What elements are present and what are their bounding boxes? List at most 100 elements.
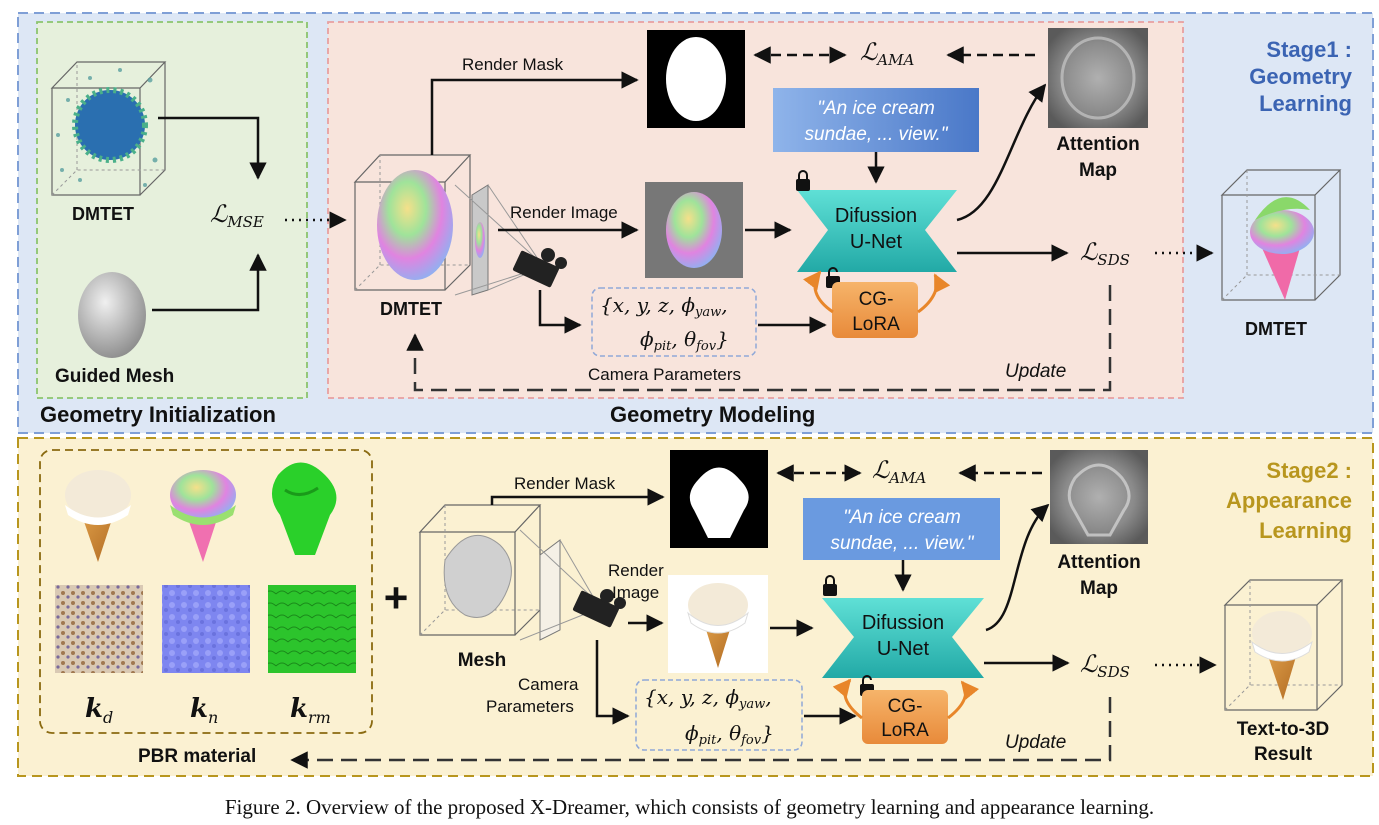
cg-lora-block [832,282,918,338]
loss-ama: ℒAMA [860,38,914,69]
loss-mse: ℒMSE [210,200,264,231]
stage1-title: Stage1 : Geometry Learning [1249,37,1352,116]
cg-lora-line2-stage2: LoRA [881,720,929,741]
attention-map-label-line1-stage2: Attention [1057,552,1140,573]
camera-params-line1-stage2: {x, y, z, ϕyaw, [644,685,772,712]
unet-to-attention-arrow [956,83,1047,222]
guided-mesh-label: Guided Mesh [55,366,174,387]
guided-mesh-icon [78,272,146,358]
cg-lora-line1-stage2: CG- [888,696,923,717]
attention-map-label-line1: Attention [1056,134,1139,155]
attention-map-image [1048,28,1148,128]
pbr-material-panel [39,449,373,734]
kd-texture [55,585,143,673]
lora-right-orange-arrow [917,273,951,314]
geometry-modeling-label: Geometry Modeling [610,402,815,427]
camera-params-line2: ϕpit, θfov} [640,327,729,354]
attention-map-stage2-contour [1067,463,1131,537]
mesh-cube-icon [418,504,596,641]
unet-to-attention-arrow-stage2 [985,503,1050,632]
camera-params-box [591,287,757,357]
render-mask-label: Render Mask [462,55,564,74]
cg-lora-line1: CG- [859,289,894,310]
plus-sign: + [384,574,409,621]
render-mask-label-stage2: Render Mask [514,474,616,493]
loss-ama-stage2: ℒAMA [872,456,926,487]
update-dashed-arrow [406,285,1112,392]
render-image-label-line1-stage2: Render [608,561,664,580]
cg-lora-line2: LoRA [852,314,900,335]
camera-parameters-label: Camera Parameters [588,365,741,384]
camera-to-params-arrow [538,290,582,334]
mesh-label: Mesh [458,650,507,671]
render-image-label: Render Image [510,203,618,222]
prompt-line1: "An ice cream [817,98,935,119]
ice-cream-normal-icon [170,470,236,562]
result-label-line1: Text-to-3D [1237,719,1330,740]
lora-left-orange-arrow [802,270,834,314]
render-mask-silhouette [666,37,726,121]
stage1-title-line3: Learning [1259,91,1352,116]
stage2-title-line2: Appearance [1226,488,1352,513]
attention-map-contour [1060,36,1136,120]
render-image-label-line2-stage2: Image [612,583,659,602]
prompt-box [773,88,979,152]
pbr-material-label: PBR material [138,746,256,767]
xdreamer-overview-diagram: Stage1 : Geometry Learning DMTET Guided … [17,12,1374,777]
result-cube-icon [1223,579,1344,711]
stage2-title-line3: Learning [1259,518,1352,543]
dmtet-output-label: DMTET [1245,319,1307,339]
camera-icon-stage2 [572,589,626,628]
camera-params-box-stage2 [635,679,803,751]
lock-icon-stage2 [823,575,837,596]
ice-cream-roughness-metal-icon [271,462,337,555]
update-dashed-arrow-stage2 [290,697,1112,769]
update-label-stage2: Update [1005,732,1066,753]
lora-right-orange-arrow-stage2 [947,680,980,720]
dmtet-to-mse-arrow [158,116,267,180]
loss-sds-stage2: ℒSDS [1080,650,1130,681]
dmtet-render-cube-icon [353,154,541,296]
cg-lora-block-stage2 [862,690,948,744]
loss-sds: ℒSDS [1080,238,1130,269]
lora-left-orange-arrow-stage2 [832,678,863,720]
unet-label-line2-stage2: U-Net [877,638,930,660]
result-label-line2: Result [1254,744,1313,765]
diffusion-unet-block [797,190,957,272]
ice-cream-albedo-icon [65,470,131,562]
prompt-line2-stage2: sundae, ... view." [831,533,975,554]
camera-to-params-arrow-stage2 [595,640,630,725]
prompt-box-stage2 [803,498,1000,560]
prompt-line2: sundae, ... view." [805,124,949,145]
update-label: Update [1005,361,1066,382]
dmtet-init-cube-icon [50,61,167,196]
render-mask-arrow [430,71,639,155]
render-mask-arrow-stage2 [490,488,665,506]
camera-params-line2-stage2: ϕpit, θfov} [685,721,774,748]
unet-label-line2: U-Net [850,231,903,253]
dmtet-init-label: DMTET [72,204,134,224]
kn-texture [162,585,250,673]
diffusion-unet-block-stage2 [822,598,984,678]
dmtet-output-cube-icon [1220,169,1342,301]
geometry-initialization-panel [36,21,308,399]
attention-map-label-line2: Map [1079,160,1117,181]
stage1-title-line1: Stage1 : [1266,37,1352,62]
unet-label-line1: Difussion [835,205,917,227]
camera-icon [512,248,567,288]
kn-label: kn [190,694,218,727]
prompt-line1-stage2: "An ice cream [843,507,961,528]
camera-params-line1: {x, y, z, ϕyaw, [600,293,728,320]
stage1-title-line2: Geometry [1249,64,1352,89]
camera-label-line2-stage2: Parameters [486,697,574,716]
krm-label: krm [290,694,331,727]
unet-label-line1-stage2: Difussion [862,612,944,634]
geometry-initialization-label: Geometry Initialization [40,402,276,427]
dmtet-render-label: DMTET [380,299,442,319]
lock-icon [796,170,810,191]
stage2-title: Stage2 : Appearance Learning [1226,458,1352,543]
attention-map-label-line2-stage2: Map [1080,578,1118,599]
ice-cream-render-icon [687,583,749,668]
stage2-title-line1: Stage2 : [1266,458,1352,483]
render-image-egg [666,192,722,268]
